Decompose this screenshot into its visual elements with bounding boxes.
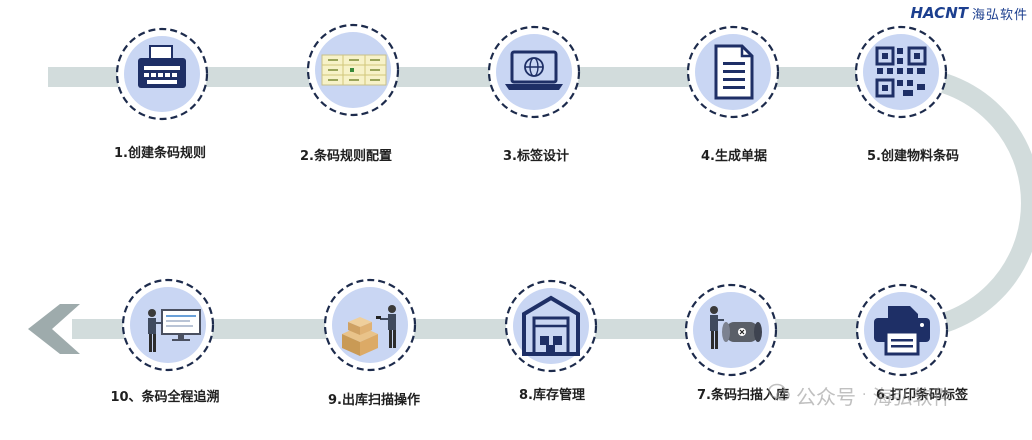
- step-circle-3: [487, 25, 581, 119]
- step-circle-2: [306, 23, 400, 117]
- scan-inbound-icon: [710, 306, 762, 349]
- watermark-name: 海弘软件: [872, 384, 953, 409]
- flow-arrowhead: [28, 304, 80, 354]
- step-label-10: 10、条码全程追溯: [110, 390, 220, 405]
- trace-monitor-icon: [148, 309, 201, 352]
- wechat-icon: [768, 383, 790, 408]
- step-label-7: 7.条码扫描入库: [697, 388, 789, 403]
- printer-icon: [874, 306, 930, 356]
- qr-code-icon: [875, 46, 927, 98]
- document-icon: [714, 44, 754, 100]
- step-label-9: 9.出库扫描操作: [328, 393, 420, 408]
- step-circle-8: [504, 279, 598, 373]
- watermark-separator: ·: [862, 387, 867, 403]
- step-label-2: 2.条码规则配置: [300, 149, 392, 164]
- step-label-6: 6.打印条码标签: [876, 388, 968, 403]
- step-circle-10: [121, 278, 215, 372]
- step-label-3: 3.标签设计: [503, 149, 569, 164]
- step-label-1: 1.创建条码规则: [114, 146, 206, 161]
- step-label-8: 8.库存管理: [519, 388, 585, 403]
- brand-name: 海弘软件: [971, 7, 1028, 23]
- step-circle-9: [323, 278, 417, 372]
- step-circle-4: [686, 25, 780, 119]
- step-circle-7: [684, 283, 778, 377]
- laptop-globe-icon: [505, 50, 563, 90]
- barcode-sheet-icon: [321, 54, 387, 86]
- track-curve: [904, 67, 1032, 339]
- step-label-5: 5.创建物料条码: [867, 149, 959, 164]
- step-circle-1: [115, 27, 209, 121]
- watermark-channel: 公众号: [796, 384, 856, 409]
- brand-logo: HACNT: [910, 4, 968, 22]
- watermark: 公众号 · 海弘软件: [768, 380, 952, 410]
- warehouse-icon: [522, 295, 580, 356]
- step-circle-6: [855, 283, 949, 377]
- scan-outbound-icon: [342, 305, 396, 356]
- step-label-4: 4.生成单据: [701, 149, 767, 164]
- typewriter-icon: [138, 45, 186, 88]
- step-circle-5: [854, 25, 948, 119]
- brand: HACNT 海弘软件: [910, 2, 1028, 24]
